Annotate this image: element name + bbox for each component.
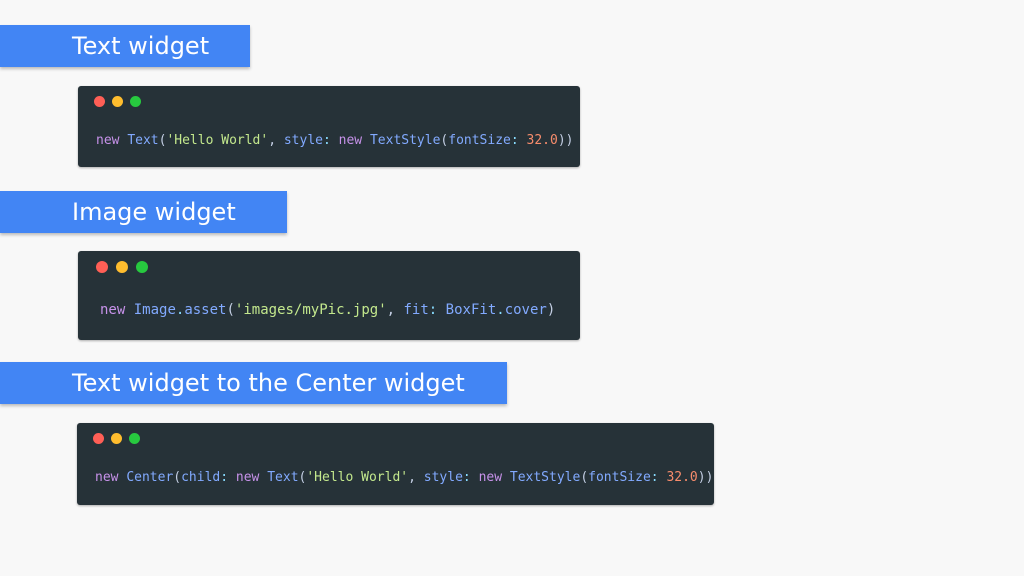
- code-token: [228, 470, 236, 485]
- code-token: :: [323, 133, 331, 148]
- maximize-dot-icon: [130, 96, 141, 107]
- section-heading-label: Text widget: [72, 32, 210, 60]
- code-token: ,: [408, 470, 424, 485]
- code-token: fit: [403, 302, 429, 318]
- code-token: (: [173, 470, 182, 485]
- code-token: .: [175, 302, 185, 318]
- code-token: Image: [133, 302, 176, 318]
- code-token: style: [283, 133, 323, 148]
- section-heading-label: Image widget: [72, 198, 236, 226]
- code-token: [125, 302, 133, 318]
- code-token: fontSize: [448, 133, 511, 148]
- code-token: 'Hello World': [306, 470, 409, 485]
- code-token: Text: [127, 133, 159, 148]
- code-token: new: [95, 470, 119, 485]
- code-token: (: [440, 133, 449, 148]
- section-heading-center-widget: Text widget to the Center widget: [0, 362, 507, 404]
- code-token: new: [235, 470, 260, 485]
- code-token: style: [423, 470, 463, 485]
- code-token: )): [557, 133, 574, 148]
- code-token: TextStyle: [369, 133, 441, 148]
- code-token: )): [697, 470, 714, 485]
- code-token: [502, 470, 510, 485]
- code-token: new: [100, 302, 126, 318]
- code-token: 32.0: [526, 133, 558, 148]
- code-snippet-card: new Image.asset('images/myPic.jpg', fit:…: [78, 251, 580, 340]
- code-token: 'images/myPic.jpg': [234, 302, 387, 318]
- code-token: [471, 470, 479, 485]
- section-heading-image-widget: Image widget: [0, 191, 287, 233]
- section-heading-text-widget: Text widget: [0, 25, 250, 67]
- code-token: new: [96, 133, 120, 148]
- code-token: [437, 302, 445, 318]
- code-token: asset: [184, 302, 227, 318]
- code-token: 32.0: [666, 470, 698, 485]
- window-controls: [96, 261, 148, 273]
- code-token: :: [462, 470, 471, 485]
- close-dot-icon: [96, 261, 108, 273]
- code-token: :: [428, 302, 438, 318]
- code-token: (: [580, 470, 589, 485]
- code-token: ): [546, 302, 556, 318]
- code-token: new: [478, 470, 503, 485]
- close-dot-icon: [93, 433, 104, 444]
- close-dot-icon: [94, 96, 105, 107]
- code-snippet-card: new Text('Hello World', style: new TextS…: [78, 86, 580, 167]
- code-token: :: [650, 470, 659, 485]
- code-line: new Text('Hello World', style: new TextS…: [96, 133, 574, 148]
- code-token: [362, 133, 370, 148]
- code-token: ,: [268, 133, 284, 148]
- code-token: ,: [386, 302, 404, 318]
- code-token: fontSize: [588, 470, 651, 485]
- code-token: [519, 133, 527, 148]
- code-snippet-card: new Center(child: new Text('Hello World'…: [77, 423, 714, 505]
- code-token: .: [496, 302, 505, 318]
- code-token: (: [158, 133, 167, 148]
- minimize-dot-icon: [111, 433, 122, 444]
- minimize-dot-icon: [112, 96, 123, 107]
- code-token: [331, 133, 339, 148]
- code-token: cover: [504, 302, 547, 318]
- code-token: :: [510, 133, 519, 148]
- window-controls: [93, 433, 140, 444]
- code-token: child: [181, 470, 221, 485]
- maximize-dot-icon: [136, 261, 148, 273]
- code-line: new Center(child: new Text('Hello World'…: [95, 470, 713, 485]
- code-token: Center: [126, 470, 174, 485]
- code-token: Text: [267, 470, 299, 485]
- minimize-dot-icon: [116, 261, 128, 273]
- code-token: 'Hello World': [166, 133, 269, 148]
- window-controls: [94, 96, 141, 107]
- code-token: :: [220, 470, 229, 485]
- code-token: TextStyle: [509, 470, 581, 485]
- code-token: new: [338, 133, 363, 148]
- code-token: (: [298, 470, 307, 485]
- code-token: (: [226, 302, 235, 318]
- code-line: new Image.asset('images/myPic.jpg', fit:…: [100, 302, 555, 318]
- maximize-dot-icon: [129, 433, 140, 444]
- code-token: BoxFit: [445, 302, 497, 318]
- section-heading-label: Text widget to the Center widget: [72, 369, 465, 397]
